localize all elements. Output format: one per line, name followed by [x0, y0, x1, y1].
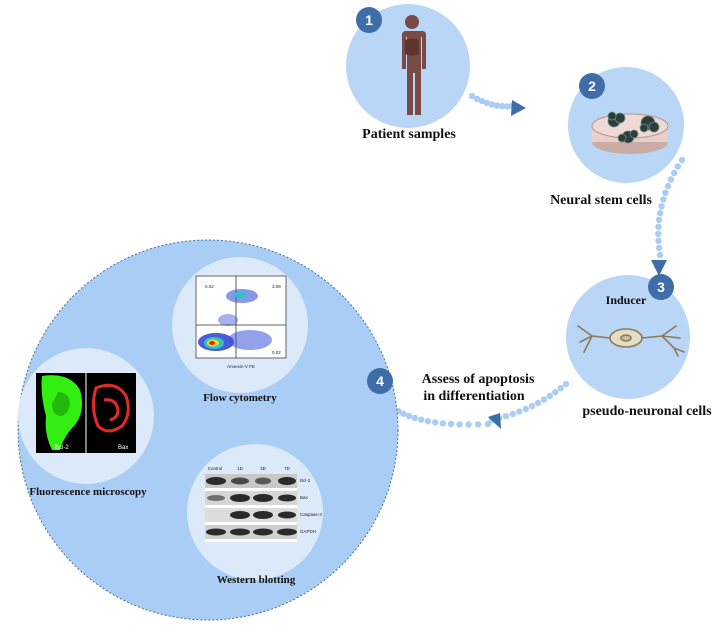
- fluor-label-bax: Bax: [118, 445, 128, 451]
- connector-dot: [456, 421, 463, 428]
- connector-dot: [478, 97, 486, 105]
- connector-dot: [483, 99, 491, 107]
- step-4-label-line1: Assess of apoptosis: [422, 372, 535, 387]
- connector-dot: [405, 412, 413, 420]
- connector-dot: [502, 413, 510, 420]
- neuron-icon: [577, 325, 685, 357]
- step-2-number: 2: [588, 78, 596, 94]
- step-3-number: 3: [657, 279, 665, 295]
- step-2: 2 Neural stem cells: [550, 67, 684, 208]
- step-4-number: 4: [376, 373, 384, 389]
- step-1-label: Patient samples: [362, 127, 456, 142]
- connector-dot: [465, 421, 472, 428]
- wb-col-control: Control: [208, 466, 223, 471]
- flow-scatter-points: [198, 289, 272, 351]
- connector-dot: [503, 103, 511, 110]
- connector-dot: [522, 405, 529, 413]
- step-3-label: pseudo-neuronal cells: [582, 404, 712, 419]
- connector-dot: [516, 408, 523, 415]
- arrow-3-to-4: [488, 413, 501, 429]
- step-3-badge: [648, 274, 674, 300]
- connector-dot: [498, 102, 506, 110]
- connector-dot: [655, 244, 663, 252]
- wb-row-bax: Bax: [300, 495, 309, 500]
- connector-dot: [540, 396, 548, 403]
- step-2-badge: [579, 73, 605, 99]
- connector-dot: [671, 169, 678, 177]
- connector-dot: [557, 385, 564, 392]
- connector-dot: [664, 182, 672, 190]
- connector-dot: [411, 414, 418, 422]
- connector-dot: [468, 92, 476, 100]
- connector-dot: [552, 389, 559, 396]
- connector-dot: [400, 410, 407, 417]
- western-blot-panel: Control 1D 3D 7D Bcl-2 Bax Caspase-3 GAP…: [187, 444, 323, 586]
- connector-dot: [424, 418, 432, 425]
- human-body-icon: [402, 15, 426, 115]
- western-blotting-label: Western blotting: [217, 574, 296, 586]
- connector-dot: [655, 237, 662, 244]
- connector-dot: [546, 392, 553, 400]
- step-4: 0.02 3.09 0.02 Annexin-V FE Flow cytomet…: [17, 239, 399, 621]
- connector-dot: [474, 421, 482, 428]
- flow-quadrant-ul: 0.02: [205, 284, 214, 289]
- connector-dot: [562, 380, 570, 388]
- step-1: 1 Patient samples: [346, 4, 470, 142]
- arrow-2-to-3: [651, 260, 667, 276]
- connector-dot: [473, 95, 481, 103]
- connector-dot: [528, 402, 536, 410]
- connector-dot: [509, 410, 516, 418]
- step-3: Inducer 3 pseudo-neuronal cells: [566, 274, 712, 419]
- step-1-number: 1: [365, 12, 373, 28]
- connector-dot: [439, 420, 447, 427]
- connector-dot: [655, 230, 662, 237]
- connector-dot: [656, 209, 664, 217]
- arrow-1-to-2: [511, 100, 526, 116]
- step-4-label-line2: in differentiation: [423, 389, 524, 404]
- connector-dot: [534, 399, 542, 407]
- connector-dot: [447, 420, 455, 428]
- connector-dot: [418, 416, 425, 423]
- connector-dot: [674, 163, 682, 170]
- connector-dot: [432, 419, 439, 426]
- step-2-label: Neural stem cells: [550, 193, 652, 208]
- petri-dish-icon: [591, 111, 669, 154]
- wb-row-gapdh: GAPDH: [300, 529, 316, 534]
- flow-axis-label: Annexin-V FE: [227, 364, 255, 369]
- fluorescence-microscopy-label: Fluorescence microscopy: [29, 486, 147, 498]
- flow-cytometry-panel: 0.02 3.09 0.02 Annexin-V FE Flow cytomet…: [172, 257, 308, 404]
- connector-dot: [655, 216, 663, 224]
- wb-col-3d: 3D: [260, 466, 267, 471]
- wb-row-caspase3: Caspase-3: [300, 512, 322, 517]
- connector-dot: [493, 102, 501, 109]
- connector-dot: [662, 189, 669, 196]
- fluorescence-panel: Bcl-2 Bax Fluorescence microscopy: [18, 348, 154, 498]
- flow-quadrant-ur: 3.09: [272, 284, 281, 289]
- flow-cytometry-label: Flow cytometry: [203, 392, 277, 404]
- connector-dot: [656, 251, 664, 259]
- fluor-label-bcl2: Bcl-2: [55, 445, 69, 451]
- connector-dot: [678, 156, 686, 164]
- connector-dot: [658, 203, 665, 210]
- step-3-inducer: Inducer: [606, 293, 647, 307]
- connector-dot: [484, 420, 492, 428]
- wb-bands: [205, 474, 297, 539]
- step-1-badge: [356, 7, 382, 33]
- connector-dot: [667, 176, 675, 183]
- connector-dot: [488, 101, 496, 108]
- connector-dot: [655, 223, 662, 230]
- flow-quadrant-lr: 0.02: [272, 350, 281, 355]
- wb-col-7d: 7D: [284, 466, 291, 471]
- wb-col-1d: 1D: [237, 466, 244, 471]
- wb-row-bcl2: Bcl-2: [300, 478, 311, 483]
- connector-dot: [660, 196, 667, 203]
- step-4-badge: [367, 368, 393, 394]
